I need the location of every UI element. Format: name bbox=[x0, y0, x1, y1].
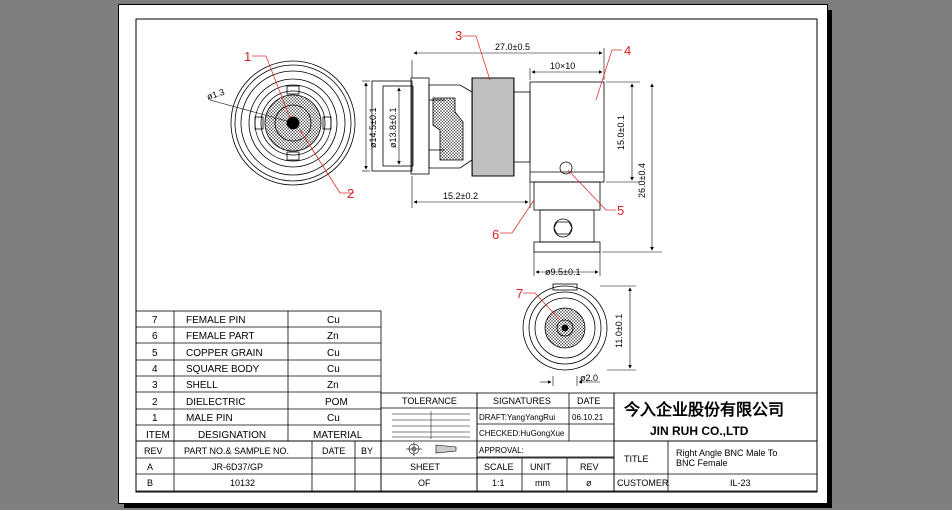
bom-designation: SHELL bbox=[186, 380, 218, 391]
callout-4: 4 bbox=[624, 43, 631, 58]
bom-designation: COPPER GRAIN bbox=[186, 348, 263, 359]
bom-item: 1 bbox=[152, 413, 158, 424]
bom-item: 3 bbox=[152, 380, 158, 391]
bom-designation: MALE PIN bbox=[186, 413, 233, 424]
dim-d95: ø9.5±0.1 bbox=[545, 267, 580, 277]
bom-item: 7 bbox=[152, 315, 158, 326]
bom-header-material: MATERIAL bbox=[313, 430, 363, 441]
title-value-line1: Right Angle BNC Male To bbox=[676, 448, 777, 458]
rev-value: ø bbox=[586, 478, 592, 488]
signatures-label: SIGNATURES bbox=[493, 396, 551, 406]
callout-7: 7 bbox=[516, 286, 523, 301]
projection-symbol-icon bbox=[406, 442, 457, 456]
bom-item: 6 bbox=[152, 331, 158, 342]
dim-h110: 11.0±0.1 bbox=[614, 314, 624, 348]
title-block-grid bbox=[135, 310, 818, 492]
dim-h150: 15.0±0.1 bbox=[616, 115, 626, 150]
company-name-en: JIN RUH CO.,LTD bbox=[650, 424, 749, 438]
dim-d145: ø14.5±0.1 bbox=[368, 108, 378, 148]
bom-material: Cu bbox=[327, 364, 340, 375]
rev-row-b: B bbox=[147, 478, 153, 488]
callout-6: 6 bbox=[492, 227, 499, 242]
scale-label: SCALE bbox=[484, 462, 514, 472]
scale-value: 1:1 bbox=[492, 478, 505, 488]
rev-row-a: A bbox=[147, 462, 153, 472]
dim-len152: 15.2±0.2 bbox=[443, 191, 478, 201]
title-label: TITLE bbox=[624, 454, 649, 464]
unit-label: UNIT bbox=[530, 462, 551, 472]
dim-d138: ø13.8±0.1 bbox=[388, 108, 398, 148]
signature-draft: DRAFT:YangYangRui bbox=[479, 413, 555, 422]
bom-item: 4 bbox=[152, 364, 158, 375]
bom-designation: FEMALE PIN bbox=[186, 315, 245, 326]
sheet-shadow-right bbox=[828, 10, 832, 508]
bom-designation: DIELECTRIC bbox=[186, 397, 245, 408]
rev-header-part: PART NO.& SAMPLE NO. bbox=[184, 446, 289, 456]
bom-header-designation: DESIGNATION bbox=[198, 430, 266, 441]
bom-material: Cu bbox=[327, 348, 340, 359]
bom-designation: FEMALE PART bbox=[186, 331, 255, 342]
callout-2: 2 bbox=[347, 186, 354, 201]
rev-row-b-part: 10132 bbox=[230, 478, 255, 488]
bom-item: 5 bbox=[152, 348, 158, 359]
rev-header-by: BY bbox=[361, 446, 373, 456]
rev-label: REV bbox=[580, 462, 599, 472]
sheet-label: SHEET bbox=[410, 462, 441, 472]
rev-row-a-part: JR-6D37/GP bbox=[212, 462, 263, 472]
dim-d13: ø1.3 bbox=[206, 87, 226, 102]
signature-draft-date: 06.10.21 bbox=[572, 413, 604, 422]
signature-checked: CHECKED:HuGongXue bbox=[479, 429, 565, 438]
signature-approval: APPROVAL: bbox=[479, 446, 524, 455]
tolerance-table-image bbox=[392, 411, 470, 439]
dim-len270: 27.0±0.5 bbox=[495, 42, 530, 52]
side-view bbox=[371, 77, 605, 253]
rev-header-rev: REV bbox=[144, 446, 163, 456]
customer-value: IL-23 bbox=[730, 478, 751, 488]
bom-designation: SQUARE BODY bbox=[186, 364, 260, 375]
inner-border bbox=[135, 18, 818, 493]
bom-rows: 7 FEMALE PIN Cu 6 FEMALE PART Zn 5 COPPE… bbox=[152, 315, 348, 424]
sheet-shadow-bottom bbox=[124, 504, 832, 508]
bom-material: Cu bbox=[327, 315, 340, 326]
dim-d20: ø2.0 bbox=[580, 373, 598, 383]
company-name-cn: 今入企业股份有限公司 bbox=[623, 400, 784, 419]
front-view bbox=[209, 60, 356, 186]
bom-material: Zn bbox=[327, 331, 339, 342]
dim-w10: 10×10 bbox=[550, 61, 575, 71]
bottom-view bbox=[522, 283, 608, 371]
bom-header-item: ITEM bbox=[146, 430, 170, 441]
tolerance-label: TOLERANCE bbox=[402, 396, 457, 406]
bom-material: POM bbox=[325, 397, 348, 408]
bom-material: Cu bbox=[327, 413, 340, 424]
callout-1: 1 bbox=[244, 49, 251, 64]
title-value-line2: BNC Female bbox=[676, 458, 728, 468]
callout-3: 3 bbox=[455, 28, 462, 43]
customer-label: CUSTOMER bbox=[617, 478, 669, 488]
callout-5: 5 bbox=[617, 203, 624, 218]
bom-item: 2 bbox=[152, 397, 158, 408]
callout-leaders bbox=[252, 35, 622, 321]
sheet-of: OF bbox=[418, 478, 431, 488]
dim-h260: 26.0±0.4 bbox=[637, 163, 647, 198]
unit-value: mm bbox=[535, 478, 550, 488]
signatures-date-label: DATE bbox=[577, 396, 600, 406]
rev-header-date: DATE bbox=[322, 446, 345, 456]
bom-material: Zn bbox=[327, 380, 339, 391]
